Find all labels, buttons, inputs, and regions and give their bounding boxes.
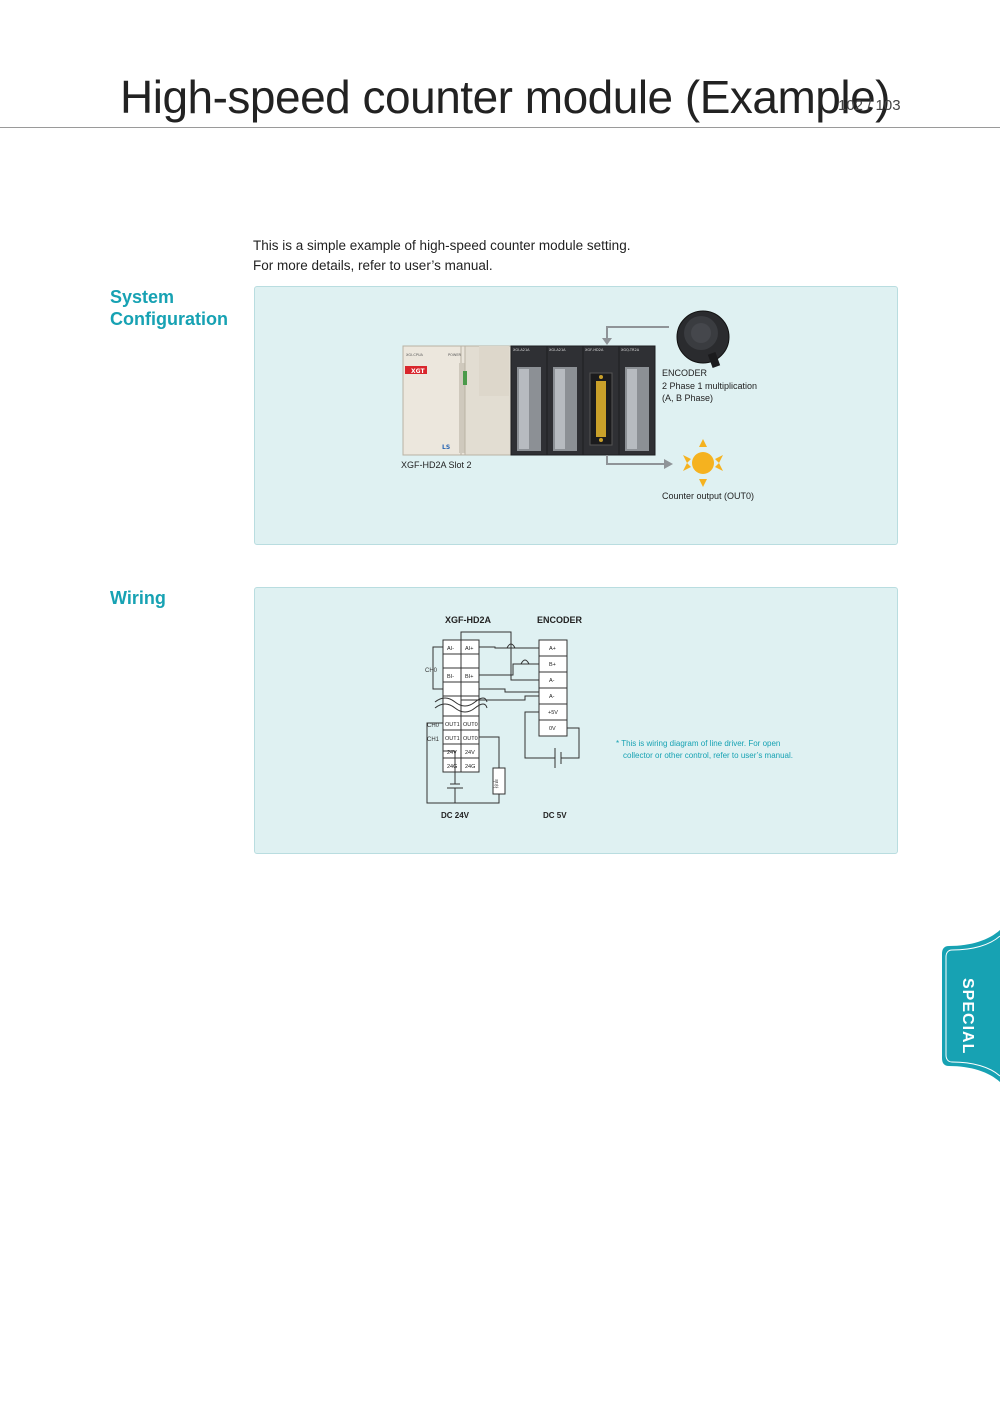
system-configuration-diagram: XGT XGI-CPUA POWER LS XGI-A21A XGI-A21A … <box>402 310 730 487</box>
terminal-out1-b: OUT1 <box>445 736 460 742</box>
encoder-label: ENCODER <box>662 368 708 378</box>
io-module-1: XGI-A21A <box>510 345 548 456</box>
dc5-label: DC 5V <box>543 811 567 820</box>
encoder-terminal-a-plus: A+ <box>549 646 556 652</box>
encoder-terminal-labels: A+ B+ A- A- +5V 0V <box>548 646 558 732</box>
special-tab-label[interactable]: SPECIAL <box>959 978 976 1055</box>
heading-line-2: Configuration <box>110 309 228 329</box>
power-label: POWER <box>448 353 462 357</box>
wiring-diagram: XGF-HD2A ENCODER CH0 CH0 CH1 AI- AI+ BI-… <box>425 615 793 820</box>
terminal-24g-b: 24G <box>465 764 475 770</box>
encoder-title: ENCODER <box>537 615 583 625</box>
encoder-terminal-b-plus: B+ <box>549 662 556 668</box>
encoder-detail-1: 2 Phase 1 multiplication <box>662 381 758 391</box>
encoder-terminal-a-minus: A- <box>549 678 555 684</box>
encoder-input-arrow <box>606 326 669 339</box>
special-side-tab[interactable] <box>941 930 1000 1082</box>
intro-line-2: For more details, refer to user’s manual… <box>253 258 493 273</box>
module-label-1: XGI-A21A <box>513 348 530 352</box>
module-terminal-labels: AI- AI+ BI- BI+ OUT1 OUT0 OUT1 OUT0 24V … <box>445 646 478 770</box>
wiring-panel: XGF-HD2A ENCODER CH0 CH0 CH1 AI- AI+ BI-… <box>254 587 898 854</box>
terminal-out0-a: OUT0 <box>463 722 478 728</box>
io-module-4: XGQ-TR2A <box>618 345 656 456</box>
io-module-2: XGI-A21A <box>546 345 584 456</box>
terminal-ai-plus: AI+ <box>465 646 473 652</box>
ch0-output-label: CH0 <box>427 723 440 729</box>
module-label-3: XGF-HD2A <box>585 348 604 352</box>
terminal-bi-minus: BI- <box>447 674 454 680</box>
heading-line-1: System <box>110 287 175 307</box>
terminal-ai-minus: AI- <box>447 646 454 652</box>
encoder-detail-2: (A, B Phase) <box>662 393 714 403</box>
page-title: High-speed counter module (Example) <box>120 71 891 123</box>
intro-text: This is a simple example of high-speed c… <box>253 236 630 276</box>
intro-line-1: This is a simple example of high-speed c… <box>253 238 631 253</box>
ch1-output-label: CH1 <box>427 737 440 743</box>
load-label: 부하 <box>492 779 499 789</box>
counter-output-arrow <box>606 455 665 465</box>
terminal-24v-b: 24V <box>465 750 475 756</box>
wiring-heading: Wiring <box>110 588 166 608</box>
wiring-note-line-2: collector or other control, refer to use… <box>623 751 793 760</box>
ls-logo: LS <box>442 444 450 451</box>
module-title: XGF-HD2A <box>445 615 492 625</box>
system-configuration-panel: XGT XGI-CPUA POWER LS XGI-A21A XGI-A21A … <box>254 286 898 545</box>
dc24-label: DC 24V <box>441 811 470 820</box>
plc-brand: XGT <box>411 368 425 375</box>
terminal-bi-plus: BI+ <box>465 674 473 680</box>
terminal-24v-a: 24V <box>447 750 457 756</box>
module-label-2: XGI-A21A <box>549 348 566 352</box>
title-divider <box>0 127 1000 128</box>
encoder-icon <box>676 310 730 368</box>
page-number: 102 / 103 <box>838 97 901 114</box>
wiring-note-line-1: * This is wiring diagram of line driver.… <box>616 739 780 748</box>
module-label-4: XGQ-TR2A <box>621 348 640 352</box>
cpu-model-label: XGI-CPUA <box>406 353 424 357</box>
terminal-24g-a: 24G <box>447 764 457 770</box>
hsc-module: XGF-HD2A <box>582 345 620 456</box>
terminal-out0-b: OUT0 <box>463 736 478 742</box>
ch0-label: CH0 <box>425 668 438 674</box>
slot-label: XGF-HD2A Slot 2 <box>401 460 472 470</box>
xgt-brand-badge <box>405 366 427 374</box>
encoder-terminal-5v: +5V <box>548 710 558 716</box>
system-configuration-heading: System Configuration <box>110 286 228 330</box>
encoder-terminal-0v: 0V <box>549 726 556 732</box>
terminal-out1-a: OUT1 <box>445 722 460 728</box>
encoder-terminal-a-minus-2: A- <box>549 694 555 700</box>
output-lamp-icon <box>683 439 723 487</box>
counter-output-label: Counter output (OUT0) <box>662 491 755 501</box>
